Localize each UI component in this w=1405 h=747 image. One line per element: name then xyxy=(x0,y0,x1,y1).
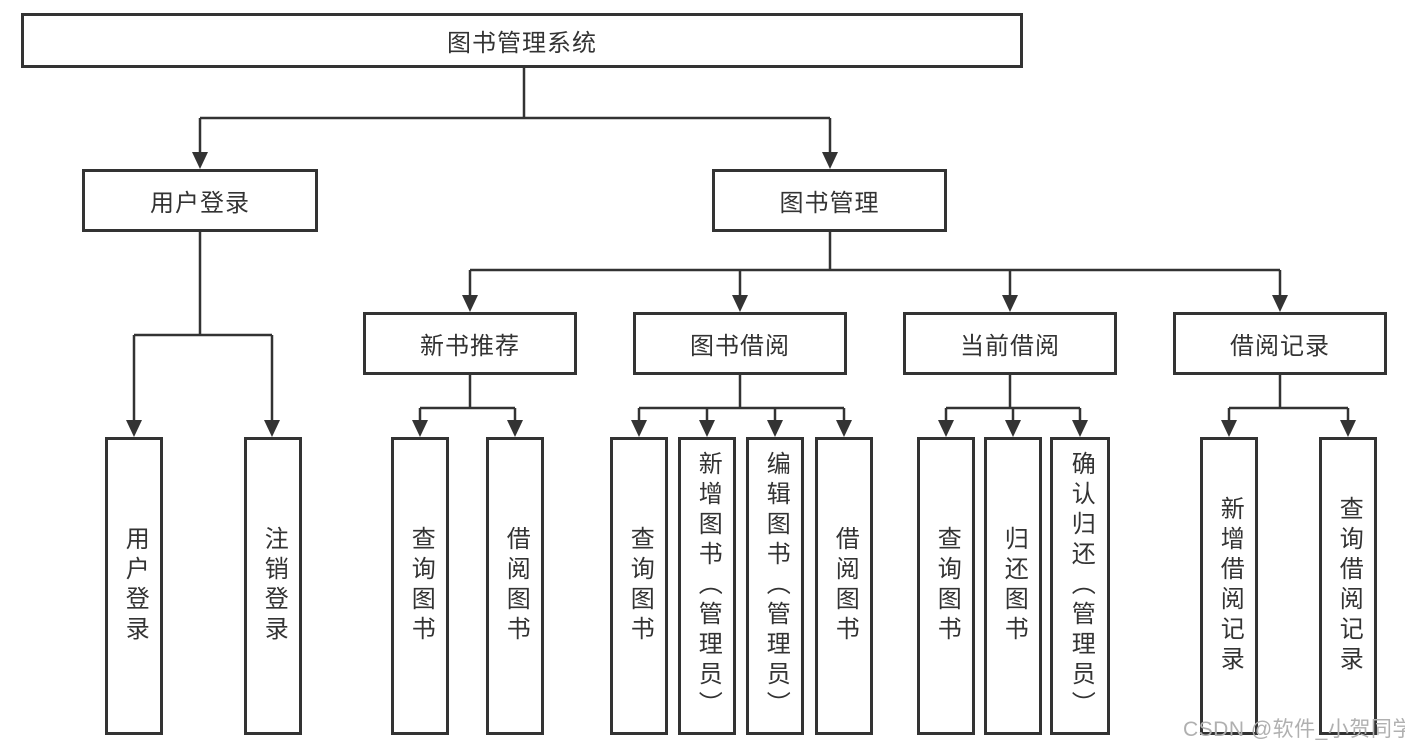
node-borrowing-records: 借阅记录 xyxy=(1173,312,1387,375)
arrowheads xyxy=(126,152,1356,437)
node-label: 当前借阅 xyxy=(960,333,1060,360)
leaf-return-books: 归还图书 xyxy=(984,437,1042,735)
leaf-confirm-return-admin: 确认归还（管理员） xyxy=(1050,437,1110,735)
node-label: 查询图书 xyxy=(626,526,654,646)
node-label: 编辑图书（管理员） xyxy=(762,451,790,721)
node-label: 确认归还（管理员） xyxy=(1067,451,1095,721)
node-label: 借阅图书 xyxy=(831,526,859,646)
node-label: 查询图书 xyxy=(933,526,961,646)
node-label: 图书管理 xyxy=(779,190,880,217)
node-library-management-system: 图书管理系统 xyxy=(21,13,1023,68)
node-label: 查询图书 xyxy=(407,526,435,646)
leaf-logout-login: 注销登录 xyxy=(244,437,302,735)
node-label: 注销登录 xyxy=(260,526,288,646)
leaf-query-books-borrowing: 查询图书 xyxy=(610,437,668,735)
node-label: 归还图书 xyxy=(1000,526,1028,646)
node-label: 新增借阅记录 xyxy=(1216,496,1244,676)
leaf-user-login: 用户登录 xyxy=(105,437,163,735)
node-book-borrowing: 图书借阅 xyxy=(633,312,847,375)
node-label: 图书借阅 xyxy=(690,333,790,360)
leaf-edit-books-admin: 编辑图书（管理员） xyxy=(746,437,804,735)
leaf-borrow-books-borrowing: 借阅图书 xyxy=(815,437,873,735)
node-label: 用户登录 xyxy=(121,526,149,646)
node-new-book-recommendation: 新书推荐 xyxy=(363,312,577,375)
node-label: 用户登录 xyxy=(150,190,250,217)
node-current-borrowing: 当前借阅 xyxy=(903,312,1117,375)
node-label: 查询借阅记录 xyxy=(1335,496,1363,676)
node-label: 图书管理系统 xyxy=(447,30,597,57)
node-user-login: 用户登录 xyxy=(82,169,318,232)
node-label: 借阅记录 xyxy=(1230,333,1330,360)
node-label: 借阅图书 xyxy=(502,526,530,646)
leaf-add-books-admin: 新增图书（管理员） xyxy=(678,437,736,735)
watermark-text: CSDN @软件_小贺同学 xyxy=(1183,718,1405,741)
node-label: 新增图书（管理员） xyxy=(694,451,722,721)
leaf-borrow-books-recommend: 借阅图书 xyxy=(486,437,544,735)
leaf-query-borrow-record: 查询借阅记录 xyxy=(1319,437,1377,735)
node-label: 新书推荐 xyxy=(420,333,520,360)
leaf-add-borrow-record: 新增借阅记录 xyxy=(1200,437,1258,735)
node-book-management: 图书管理 xyxy=(712,169,947,232)
leaf-query-books-current: 查询图书 xyxy=(917,437,975,735)
leaf-query-books-recommend: 查询图书 xyxy=(391,437,449,735)
